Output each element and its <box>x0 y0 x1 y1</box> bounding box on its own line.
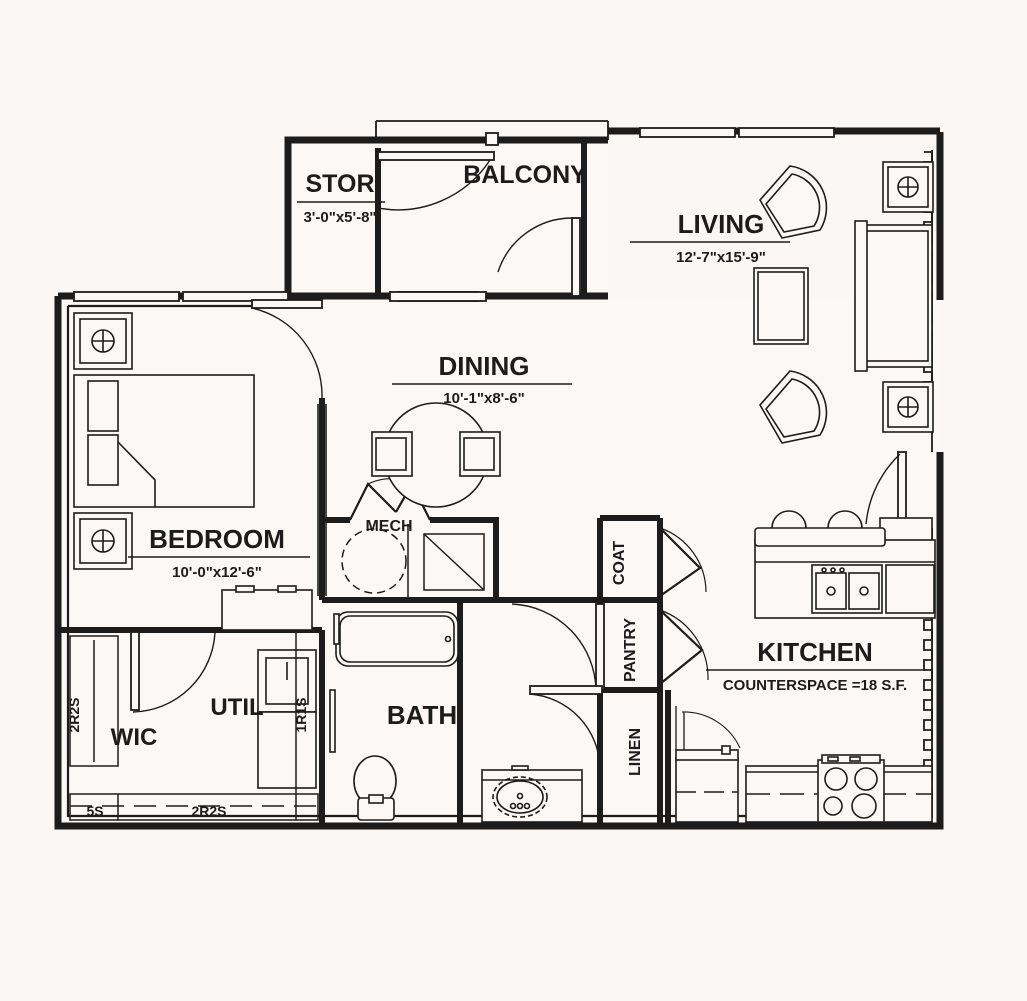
shelf-label-wic-bottom: 2R2S <box>191 803 226 819</box>
bed <box>73 374 255 508</box>
water-heater <box>341 528 407 594</box>
armchair-lower <box>759 370 828 444</box>
shelf-labels: 2R2S 1R1S 5S 2R2S <box>66 697 309 819</box>
room-dim-bedroom: 10'-0"x12'-6" <box>172 564 262 581</box>
furnace <box>423 533 485 591</box>
interior-wall-hairlines <box>317 404 327 596</box>
util-equipment <box>257 649 317 789</box>
living-furniture <box>753 161 934 444</box>
window-bedroom <box>73 291 289 302</box>
end-table-lower <box>882 381 934 433</box>
bedroom-dresser <box>221 585 313 631</box>
dining-chair-right <box>459 431 501 477</box>
armchair-upper <box>759 165 828 239</box>
room-label-wic: WIC <box>111 724 158 751</box>
room-dim-dining: 10'-1"x8'-6" <box>443 390 524 407</box>
door-hall <box>529 685 603 769</box>
room-label-mech: MECH <box>365 518 412 535</box>
refrigerator <box>675 706 741 823</box>
closet-label-coat: COAT <box>611 541 628 585</box>
exterior-wall-inner-line <box>66 304 930 818</box>
room-label-living: LIVING <box>678 209 765 239</box>
kitchen-sink <box>811 564 883 614</box>
sofa <box>854 220 933 372</box>
kitchen-sink-counter <box>754 510 936 619</box>
bath-fixtures <box>329 611 583 823</box>
mech-equipment <box>341 524 485 598</box>
door-stor <box>377 151 495 211</box>
shelf-label-wic-bottom-left: 5S <box>86 803 103 819</box>
closet-label-pantry: PANTRY <box>622 618 639 682</box>
room-label-stor: STOR <box>306 170 375 198</box>
door-balcony <box>497 217 581 297</box>
shelf-label-util-right: 1R1S <box>293 697 309 732</box>
shelf-label-wic-left: 2R2S <box>66 697 82 732</box>
nightstand-upper <box>73 312 133 370</box>
kitchen-fixtures <box>675 510 936 823</box>
dining-furniture <box>371 402 501 508</box>
room-label-balcony: BALCONY <box>463 161 587 189</box>
vanity <box>481 765 583 823</box>
room-label-dining: DINING <box>439 351 530 381</box>
end-table-upper <box>882 161 934 213</box>
room-label-util: UTIL <box>210 694 263 721</box>
room-dim-living: 12'-7"x15'-9" <box>676 249 766 266</box>
balcony-railing <box>375 120 609 146</box>
closet-label-linen: LINEN <box>627 728 644 776</box>
room-labels: STOR 3'-0"x5'-8" BALCONY LIVING 12'-7"x1… <box>111 161 925 751</box>
door-coat <box>659 527 707 597</box>
bathtub <box>333 611 459 667</box>
bedroom-furniture <box>73 312 313 631</box>
room-dim-stor: 3'-0"x5'-8" <box>303 209 376 226</box>
window-living-a <box>639 127 736 138</box>
room-label-bath: BATH <box>387 700 457 730</box>
coffee-table <box>753 267 809 345</box>
door-wic <box>130 631 216 713</box>
room-label-bedroom: BEDROOM <box>149 524 285 554</box>
doors <box>130 151 907 769</box>
door-bedroom <box>251 299 323 399</box>
dryer <box>257 711 317 789</box>
wic-shelving <box>69 632 319 821</box>
nightstand-lower <box>73 512 133 570</box>
dining-chair-left <box>371 431 413 477</box>
closet-labels: COAT PANTRY LINEN <box>611 541 644 776</box>
window-living-b <box>738 127 835 138</box>
bath-towel-bar <box>329 689 336 753</box>
room-label-kitchen: KITCHEN <box>757 637 873 667</box>
kitchen-range <box>817 754 885 823</box>
room-dim-kitchen: COUNTERSPACE =18 S.F. <box>723 677 907 694</box>
toilet <box>353 755 397 821</box>
balcony-sliding-door <box>389 291 487 302</box>
windows <box>73 120 835 302</box>
